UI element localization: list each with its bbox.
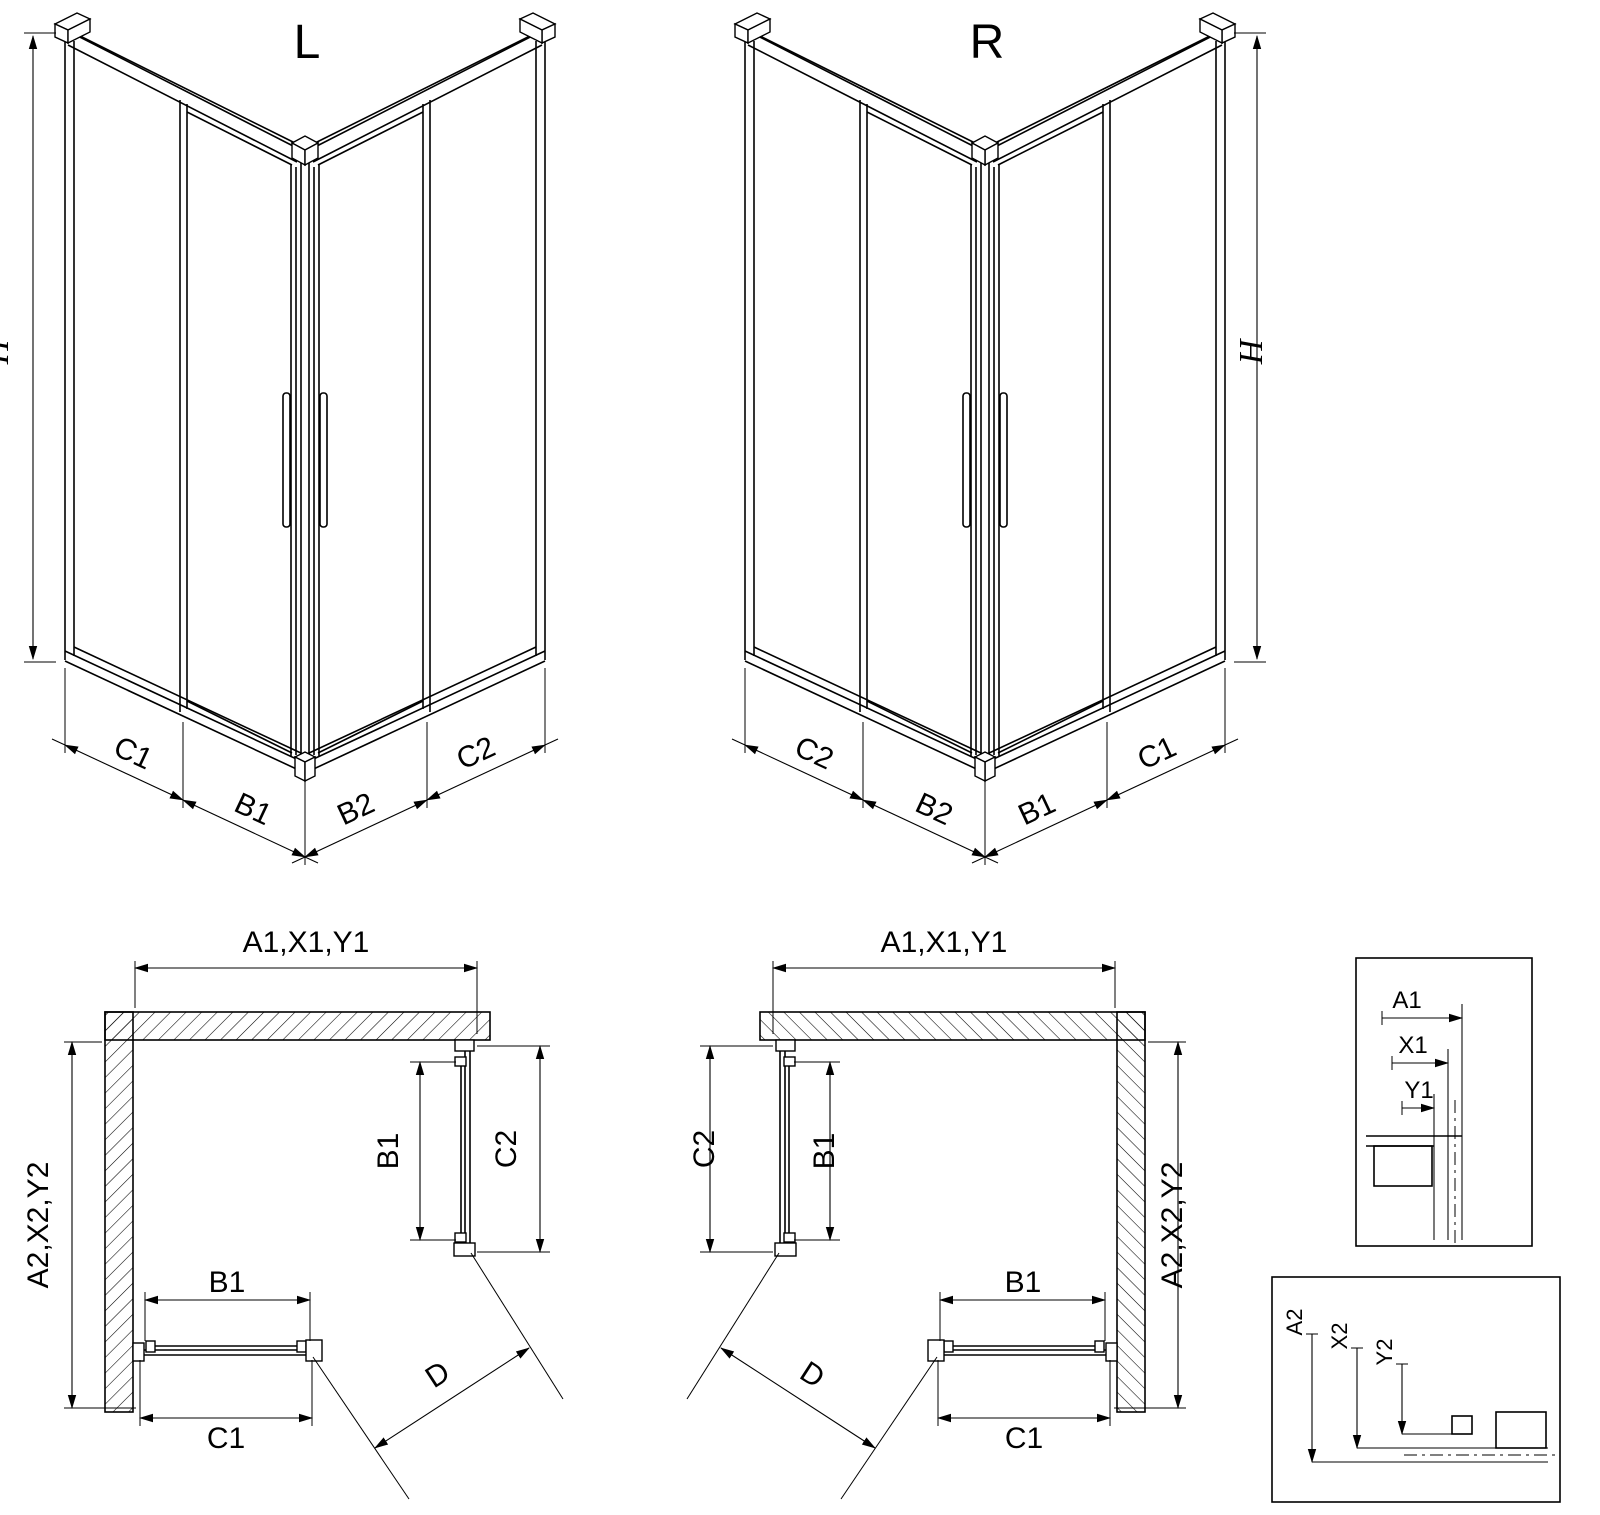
dim-label-depth: A2,X2,Y2 <box>22 1162 55 1289</box>
dim-label-height: H <box>0 337 16 365</box>
dim-label-c1: C1 <box>109 730 158 776</box>
plan-structure-instance <box>687 961 1186 1499</box>
dim-label-height: H <box>1233 337 1270 365</box>
dim-label-a1: A1 <box>1392 987 1421 1014</box>
dim-label-c1: C1 <box>1005 1422 1043 1455</box>
detail-frame <box>1355 957 1533 1247</box>
dim-label-diagonal: D <box>420 1355 456 1394</box>
dim-label-b1-bottom: B1 <box>209 1266 246 1299</box>
dim-label-x1: X1 <box>1398 1032 1427 1059</box>
plan-view-right: A1,X1,Y1 C2 B1 A2,X2,Y2 B1 C1 D <box>687 926 1189 1499</box>
iso-view-right: R H C2 B2 B1 C1 <box>732 13 1270 865</box>
dim-label-y2: Y2 <box>1372 1339 1397 1366</box>
dim-label-c2: C2 <box>490 1130 523 1168</box>
roller-block <box>1451 1415 1473 1435</box>
detail-view-top: A1 X1 Y1 <box>1355 957 1533 1247</box>
dim-label-a2: A2 <box>1282 1309 1307 1336</box>
dim-label-width: A1,X1,Y1 <box>243 926 370 959</box>
dim-label-c1: C1 <box>207 1422 245 1455</box>
wall-profile-block <box>1373 1145 1433 1187</box>
dim-label-c1: C1 <box>1133 730 1182 776</box>
plan-structure-instance <box>64 961 563 1499</box>
dim-label-c2: C2 <box>688 1130 721 1168</box>
dim-label-y1: Y1 <box>1404 1077 1433 1104</box>
dim-label-depth: A2,X2,Y2 <box>1156 1162 1189 1289</box>
detail-view-bottom: A2 X2 Y2 <box>1271 1276 1561 1503</box>
dim-label-b1-bottom: B1 <box>1005 1266 1042 1299</box>
dim-label-x2: X2 <box>1327 1323 1352 1350</box>
rail-profile-block <box>1495 1411 1547 1449</box>
detail-frame <box>1271 1276 1561 1503</box>
dim-label-b1-side: B1 <box>808 1133 841 1170</box>
variant-label-left: L <box>294 16 321 69</box>
plan-view-left: A1,X1,Y1 A2,X2,Y2 B1 C2 B1 C1 D <box>22 926 563 1499</box>
dim-label-b1-side: B1 <box>372 1133 405 1170</box>
dim-label-diagonal: D <box>794 1355 830 1394</box>
dim-label-width: A1,X1,Y1 <box>881 926 1008 959</box>
variant-label-right: R <box>970 16 1005 69</box>
iso-view-left: L H C1 B1 B2 C2 <box>0 13 558 865</box>
